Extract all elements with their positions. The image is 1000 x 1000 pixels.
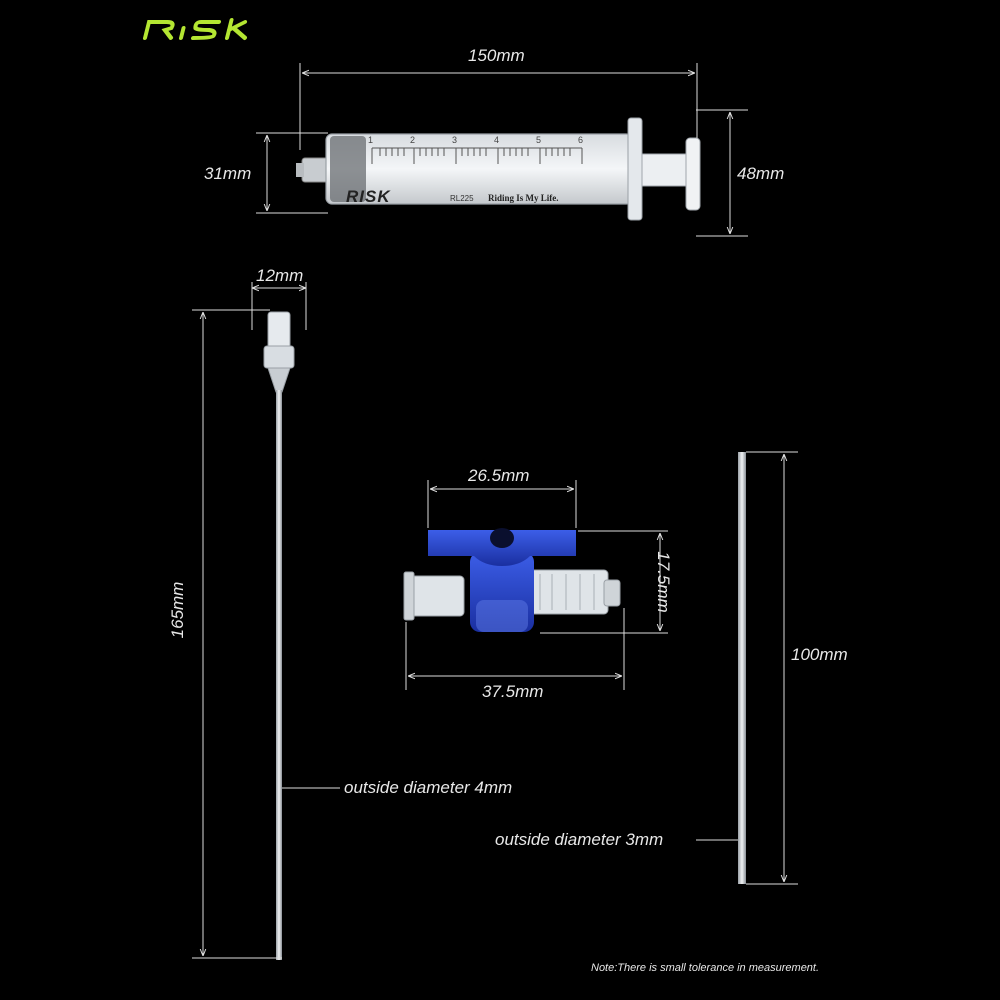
syringe-scale-mark: 3 — [452, 135, 457, 145]
syringe-length-label: 150mm — [468, 46, 525, 65]
tube-image — [738, 452, 746, 884]
needle-image — [263, 311, 295, 960]
syringe-image: 1 2 3 4 5 6 RISK RL225 Riding Is My Life… — [296, 117, 701, 221]
valve-body-length-label: 37.5mm — [482, 682, 544, 701]
brand-logo — [142, 18, 248, 40]
syringe-scale-mark: 1 — [368, 135, 373, 145]
syringe-scale-mark: 4 — [494, 135, 499, 145]
valve-image — [403, 528, 621, 632]
syringe-scale-mark: 2 — [410, 135, 415, 145]
needle-length-label: 165mm — [168, 581, 187, 639]
needle-hub-width-label: 12mm — [256, 266, 304, 285]
valve-handle-width-label: 26.5mm — [468, 466, 530, 485]
tube-diameter-label: outside diameter 3mm — [495, 830, 664, 849]
syringe-brand-print: RISK — [346, 187, 391, 206]
valve-height-label: 17.5mm — [654, 551, 673, 613]
syringe-scale-mark: 5 — [536, 135, 541, 145]
tube-length-label: 100mm — [791, 645, 848, 664]
syringe-model-print: RL225 — [450, 194, 474, 203]
syringe-barrel-height-label: 31mm — [204, 164, 252, 183]
syringe-slogan-print: Riding Is My Life. — [488, 193, 559, 203]
measurement-note: Note:There is small tolerance in measure… — [591, 962, 820, 974]
syringe-flange-height-label: 48mm — [737, 164, 785, 183]
needle-diameter-label: outside diameter 4mm — [344, 778, 513, 797]
syringe-scale-mark: 6 — [578, 135, 583, 145]
